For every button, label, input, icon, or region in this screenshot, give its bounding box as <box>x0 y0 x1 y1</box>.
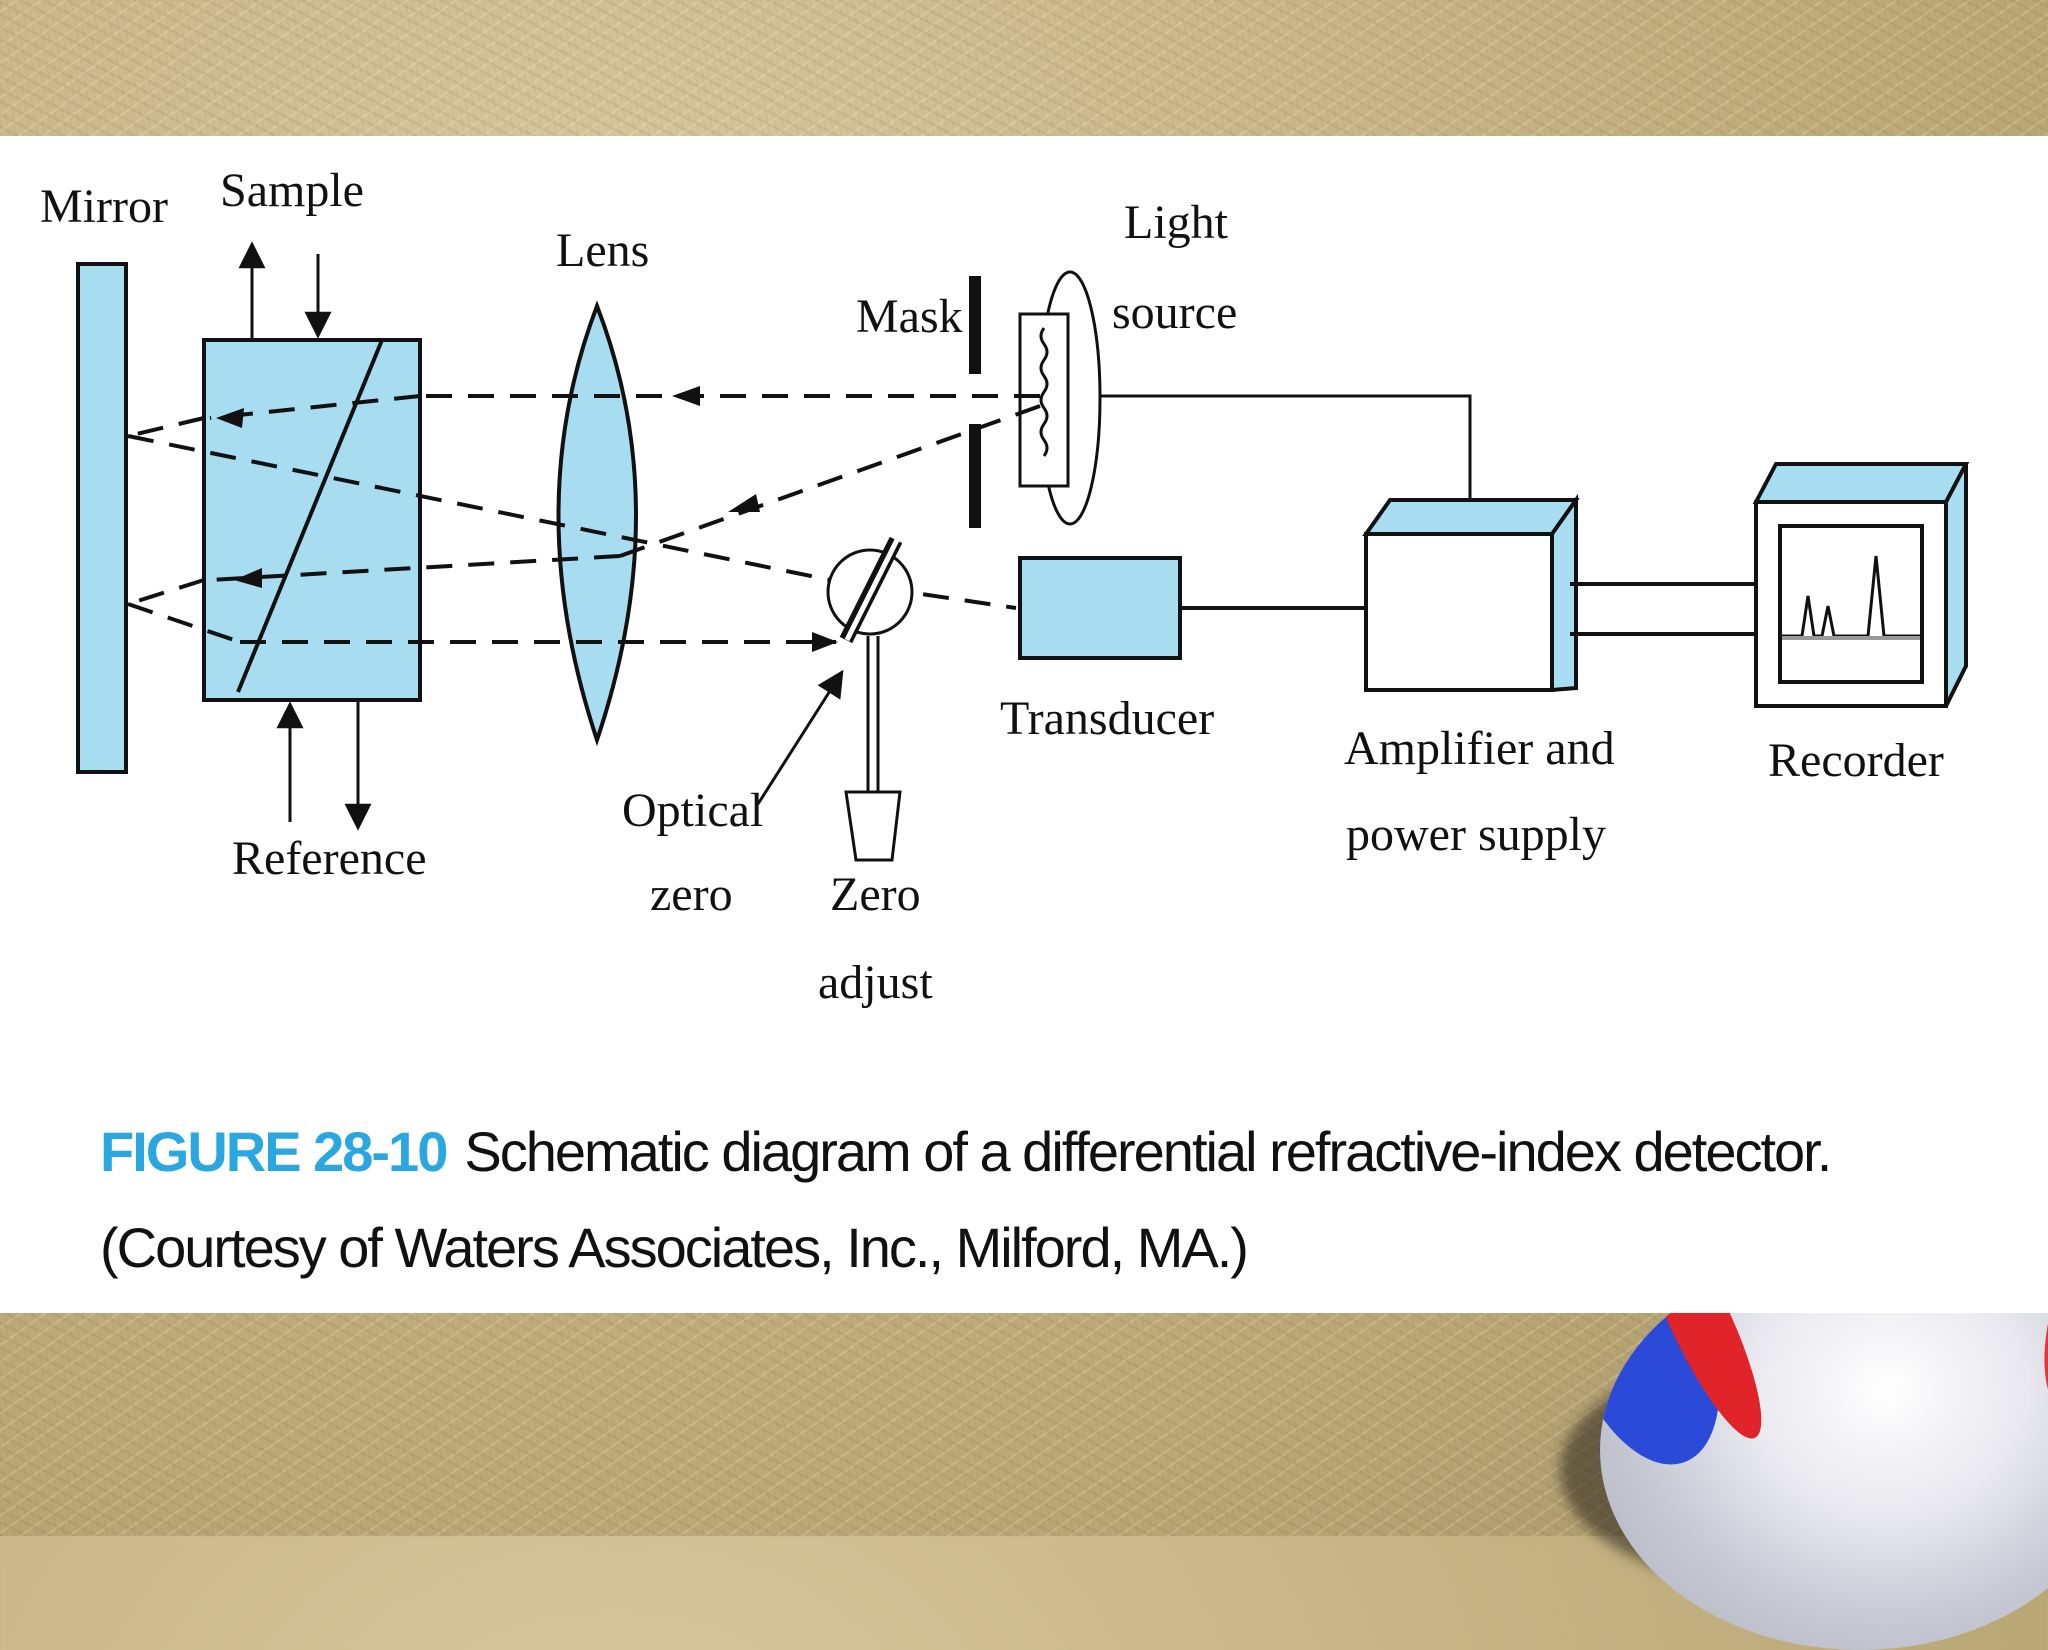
label-lens: Lens <box>556 224 649 277</box>
label-optical: Optical <box>622 784 763 837</box>
label-mirror: Mirror <box>40 180 168 233</box>
label-sample: Sample <box>220 164 364 217</box>
refractive-index-detector-diagram: Mirror Sample Lens Light source Mask Tra… <box>0 136 2048 1196</box>
amplifier-power-supply <box>1366 500 1576 690</box>
transducer <box>1020 558 1180 658</box>
label-amplifier-line2: power supply <box>1346 808 1606 861</box>
lens <box>559 306 637 740</box>
zero-adjust-knob <box>846 792 900 860</box>
label-amplifier-line1: Amplifier and <box>1344 722 1615 775</box>
label-recorder: Recorder <box>1768 734 1944 787</box>
label-source: source <box>1112 286 1237 339</box>
label-zero-cap: Zero <box>830 868 921 921</box>
mirror <box>78 264 126 772</box>
sample-cell <box>204 340 420 700</box>
figure-number: FIGURE 28-10 <box>100 1120 446 1183</box>
label-transducer: Transducer <box>1000 692 1214 745</box>
label-zero: zero <box>650 868 733 921</box>
label-adjust: adjust <box>818 956 933 1009</box>
light-source-filament <box>1020 314 1068 486</box>
label-mask: Mask <box>856 290 963 343</box>
label-light: Light <box>1124 196 1229 249</box>
label-reference: Reference <box>232 832 427 885</box>
recorder <box>1756 464 1966 706</box>
figure-panel: Mirror Sample Lens Light source Mask Tra… <box>0 136 2048 1313</box>
